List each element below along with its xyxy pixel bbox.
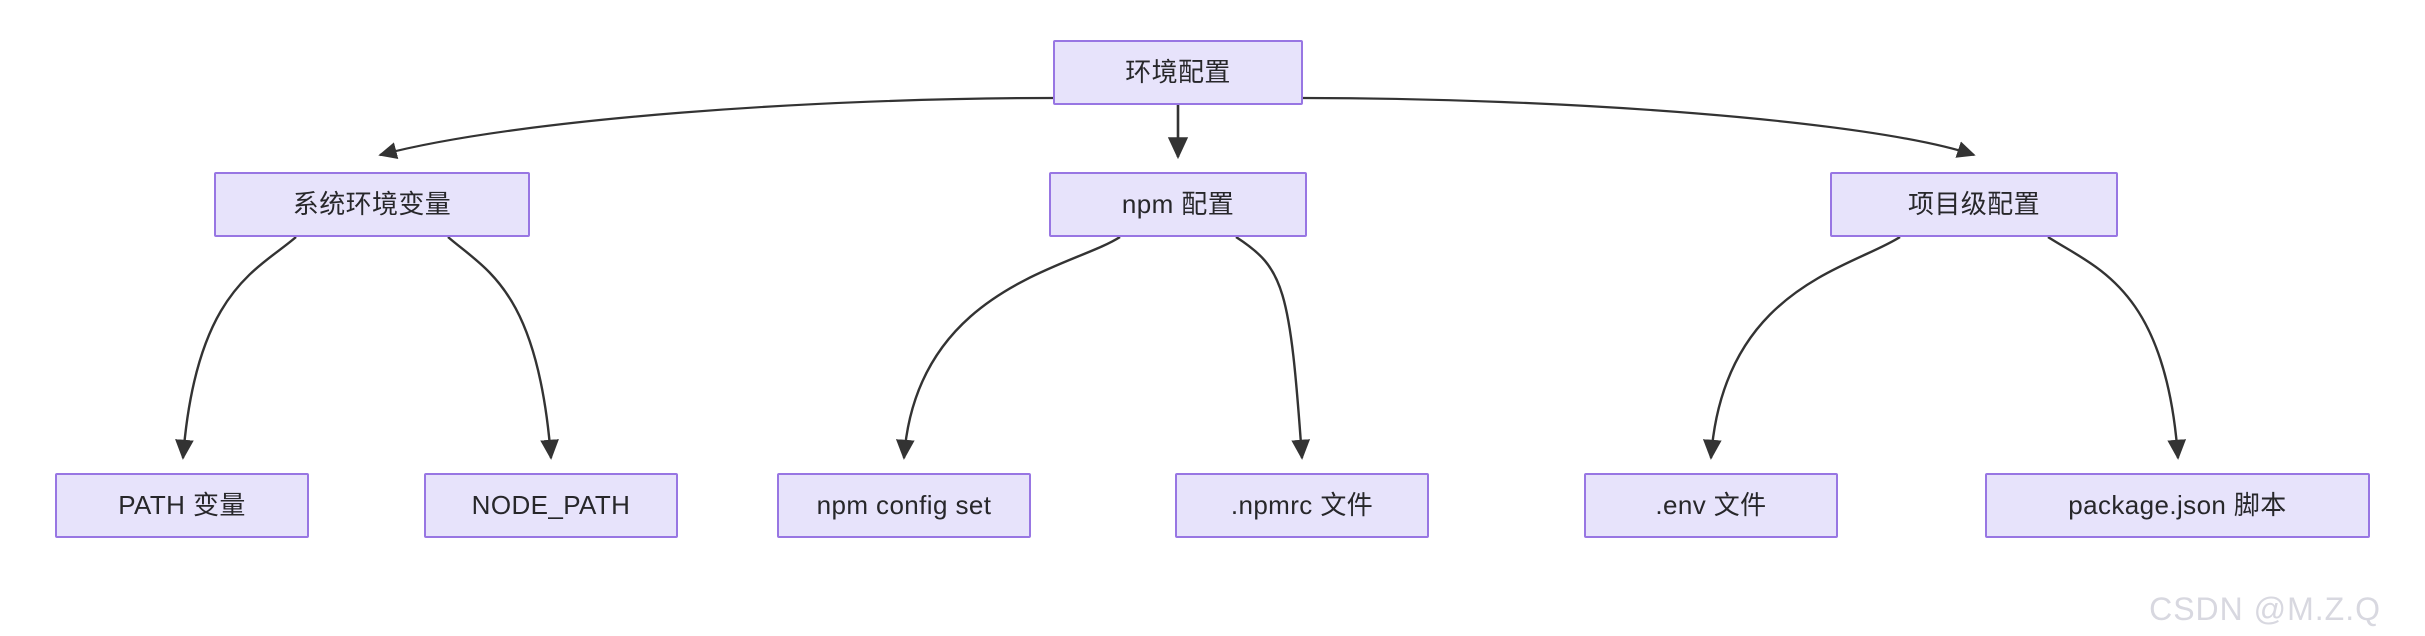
node-root[interactable]: 环境配置 [1053, 40, 1303, 105]
node-npm-config-set-label: npm config set [816, 489, 992, 520]
node-env-file-label: .env 文件 [1655, 489, 1767, 520]
edge-npm-config-to-npm-config-set [895, 235, 1121, 460]
node-sys-env-label: 系统环境变量 [292, 188, 452, 219]
node-path-var-label: PATH 变量 [118, 489, 246, 520]
node-npmrc-file-label: .npmrc 文件 [1230, 489, 1374, 520]
node-project-config[interactable]: 项目级配置 [1830, 172, 2118, 237]
edge-npm-config-to-npmrc-file [1235, 235, 1311, 460]
node-npm-config-set[interactable]: npm config set [777, 473, 1031, 538]
node-root-label: 环境配置 [1125, 56, 1231, 87]
edge-project-config-to-env-file [1702, 235, 1901, 460]
node-path-var[interactable]: PATH 变量 [55, 473, 309, 538]
node-env-file[interactable]: .env 文件 [1584, 473, 1838, 538]
edge-sys-env-to-node-path [447, 236, 559, 460]
node-node-path[interactable]: NODE_PATH [424, 473, 678, 538]
edge-root-to-sys-env [378, 96, 1054, 160]
node-project-config-label: 项目级配置 [1907, 188, 2040, 219]
node-npmrc-file[interactable]: .npmrc 文件 [1175, 473, 1429, 538]
edge-sys-env-to-path-var [175, 236, 297, 460]
node-npm-config-label: npm 配置 [1121, 188, 1235, 219]
node-sys-env[interactable]: 系统环境变量 [214, 172, 530, 237]
node-package-json-scripts-label: package.json 脚本 [2068, 489, 2287, 520]
watermark: CSDN @M.Z.Q [2149, 591, 2381, 627]
node-package-json-scripts[interactable]: package.json 脚本 [1985, 473, 2370, 538]
edge-root-to-project-config [1302, 96, 1976, 158]
node-node-path-label: NODE_PATH [471, 489, 631, 520]
edge-project-config-to-package-json-scripts [2047, 235, 2187, 460]
node-npm-config[interactable]: npm 配置 [1049, 172, 1307, 237]
